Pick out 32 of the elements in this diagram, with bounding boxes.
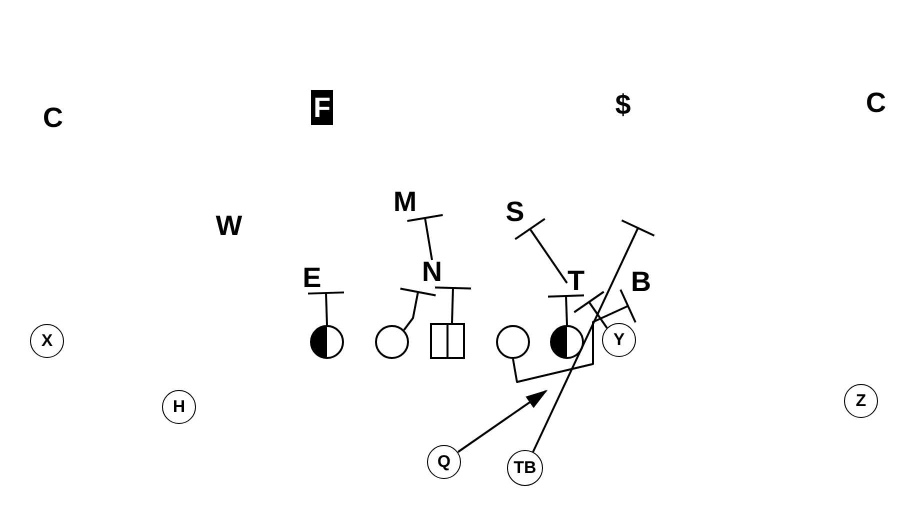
block-line xyxy=(512,288,636,383)
block-line xyxy=(547,294,585,326)
defender-letter: N xyxy=(420,260,444,284)
player-circle: H xyxy=(162,390,196,424)
block-line xyxy=(406,214,444,260)
block-line xyxy=(573,290,608,329)
player-circle: Z xyxy=(844,384,878,418)
player-circle: TB xyxy=(507,450,543,486)
player-circle: X xyxy=(30,324,64,358)
arrow xyxy=(457,390,548,453)
half-filled-circle xyxy=(550,325,584,359)
defender-letter: S xyxy=(504,200,526,224)
player-circle: Q xyxy=(427,445,461,479)
block-line xyxy=(532,219,656,452)
defender-letter: T xyxy=(566,269,586,293)
defender-letter: $ xyxy=(614,93,632,117)
player-circle: Y xyxy=(602,323,636,357)
highlighted-letter: F xyxy=(311,90,333,125)
lineman-circle xyxy=(496,325,530,359)
defender-letter: M xyxy=(392,190,418,214)
defender-letter: E xyxy=(302,266,322,290)
half-filled-circle xyxy=(310,325,344,359)
block-line xyxy=(434,286,472,324)
defender-letter: W xyxy=(214,214,244,238)
block-line xyxy=(514,218,568,284)
defender-letter: B xyxy=(630,270,652,294)
defender-letter: C xyxy=(42,106,64,130)
defender-letter: C xyxy=(864,91,888,115)
block-line xyxy=(399,288,437,331)
divided-square xyxy=(430,323,464,359)
block-line xyxy=(307,291,345,326)
lineman-circle xyxy=(375,325,409,359)
